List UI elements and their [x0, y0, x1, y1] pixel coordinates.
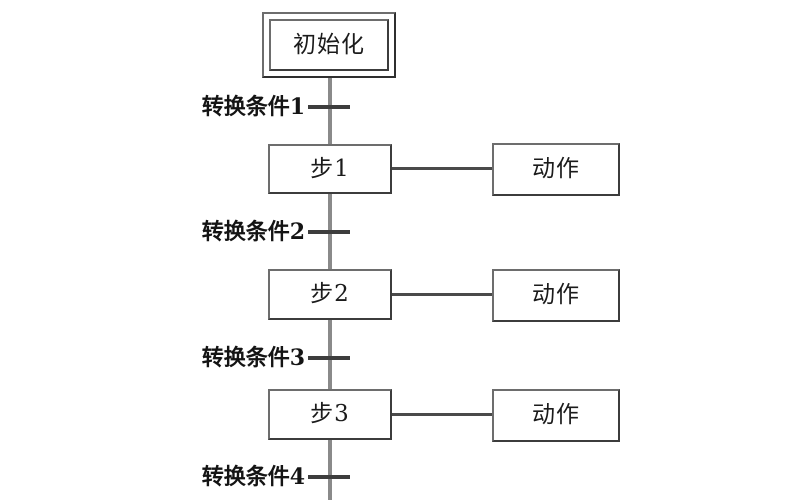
trunk-line-t4-to-bottom	[328, 476, 332, 500]
transition-label-4: 转换条件4	[201, 464, 305, 490]
step-label-3: 步3	[310, 401, 350, 427]
action-box-3[interactable]: 动作	[492, 389, 620, 442]
trunk-line-step2-to-t3	[328, 318, 332, 362]
trunk-line-init-to-t1	[328, 76, 332, 108]
step-label-1: 步1	[310, 155, 350, 182]
action-box-1[interactable]: 动作	[492, 143, 620, 196]
transition-tick-1	[308, 105, 350, 109]
trunk-line-t2-to-step2	[328, 232, 332, 272]
step-box-2[interactable]: 步2	[268, 269, 392, 320]
action-connector-2	[392, 293, 492, 296]
action-connector-1	[392, 167, 492, 170]
initial-step-label: 初始化	[293, 31, 365, 58]
transition-tick-4	[308, 475, 350, 479]
action-label-2: 动作	[532, 282, 580, 308]
action-label-1: 动作	[532, 156, 580, 182]
action-label-3: 动作	[532, 402, 580, 428]
trunk-line-step3-to-t4	[328, 438, 332, 480]
trunk-line-t1-to-step1	[328, 106, 332, 146]
action-connector-3	[392, 413, 492, 416]
transition-tick-3	[308, 356, 350, 360]
trunk-line-t3-to-step3	[328, 358, 332, 392]
step-label-2: 步2	[310, 281, 350, 307]
step-box-3[interactable]: 步3	[268, 389, 392, 440]
step-box-1[interactable]: 步1	[268, 144, 392, 194]
transition-tick-2	[308, 230, 350, 234]
transition-label-2: 转换条件2	[201, 219, 305, 245]
transition-label-1: 转换条件1	[201, 94, 305, 120]
initial-step-inner-border: 初始化	[269, 19, 389, 71]
initial-step-box[interactable]: 初始化	[262, 12, 396, 78]
transition-label-3: 转换条件3	[201, 345, 305, 371]
action-box-2[interactable]: 动作	[492, 269, 620, 322]
trunk-line-step1-to-t2	[328, 192, 332, 236]
